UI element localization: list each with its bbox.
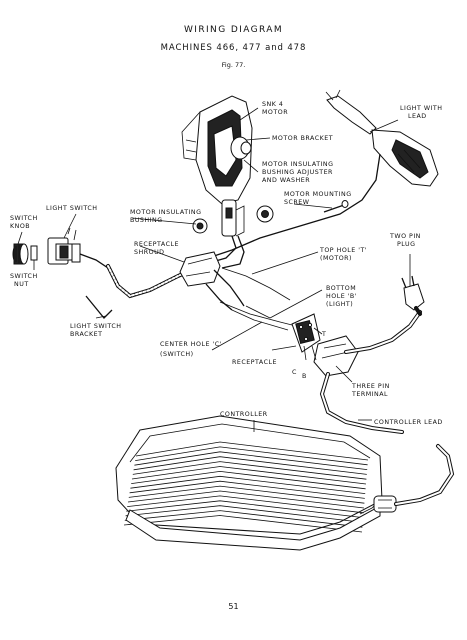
label-switch-knob: SWITCH (10, 215, 38, 222)
controller-rib (127, 490, 365, 509)
three-pin-terminal (313, 310, 422, 434)
label-motor-ins-bush: MOTOR INSULATING (130, 209, 202, 216)
label-switch-nut-2: NUT (14, 281, 29, 288)
label-motor-ins-adj: MOTOR INSULATING (262, 161, 334, 168)
two-pin-plug (401, 275, 425, 316)
figure-number: Fig. 77. (221, 61, 246, 69)
switch-nut (30, 245, 38, 261)
label-bottom-hole-2: HOLE 'B' (326, 293, 357, 300)
light-switch-bracket (85, 295, 113, 319)
label-bottom-hole-3: (LIGHT) (326, 301, 353, 308)
diagram-subtitle: MACHINES 466, 477 and 478 (160, 43, 307, 53)
controller-rib (127, 495, 364, 514)
label-three-pin: THREE PIN (351, 383, 390, 390)
diagram-title: WIRING DIAGRAM (184, 25, 283, 35)
controller-rib (130, 475, 366, 494)
controller-rib (123, 515, 363, 533)
label-center-hole-2: (SWITCH) (160, 351, 194, 358)
controller-rib (135, 441, 369, 461)
controller-rib (126, 500, 364, 518)
label-two-pin-2: PLUG (397, 241, 415, 248)
label-center-hole: CENTER HOLE 'C' (160, 341, 222, 348)
label-bottom-hole: BOTTOM (326, 285, 356, 292)
label-light-with-lead-2: LEAD (408, 113, 427, 120)
part-labels: SNK 4 MOTOR MOTOR BRACKET MOTOR INSULATI… (10, 101, 443, 426)
light-switch (47, 227, 117, 281)
controller-rib (135, 446, 368, 466)
label-ls-bracket: LIGHT SWITCH (70, 323, 122, 330)
controller-rib (131, 470, 366, 490)
controller-rib (128, 485, 365, 504)
motor-illustration (181, 95, 253, 237)
label-top-hole-2: (MOTOR) (320, 255, 352, 262)
label-mount-screw: MOTOR MOUNTING (284, 191, 352, 198)
label-controller: CONTROLLER (220, 411, 268, 418)
receptacle (291, 313, 321, 353)
label-c-mark: C (292, 369, 297, 376)
label-three-pin-2: TERMINAL (351, 391, 388, 398)
label-motor-ins-adj-2: BUSHING ADJUSTER (262, 169, 333, 176)
label-motor-2: MOTOR (262, 109, 288, 116)
label-motor-ins-bush-2: BUSHING (130, 217, 163, 224)
label-receptacle: RECEPTACLE (232, 359, 277, 366)
label-switch-knob-2: KNOB (10, 223, 30, 230)
label-two-pin: TWO PIN (389, 233, 421, 240)
label-light-with-lead: LIGHT WITH (400, 105, 443, 112)
label-recep-shroud: RECEPTACLE (134, 241, 179, 248)
motor-parts (192, 200, 349, 234)
controller-rib (129, 480, 365, 499)
label-switch-nut: SWITCH (10, 273, 38, 280)
label-ls-bracket-2: BRACKET (70, 331, 103, 338)
label-controller-lead: CONTROLLER LEAD (374, 419, 443, 426)
label-top-hole: TOP HOLE 'T' (319, 247, 367, 254)
controller-rib (131, 466, 367, 485)
label-b-mark: B (302, 373, 307, 380)
label-mount-screw-2: SCREW (284, 199, 310, 206)
controller-rib (125, 505, 363, 523)
controller (115, 415, 455, 551)
controller-rib (133, 456, 367, 475)
leader-lines (17, 107, 411, 432)
label-motor-bracket: MOTOR BRACKET (272, 135, 333, 142)
switch-knob (12, 243, 29, 265)
label-recep-shroud-2: SHROUD (134, 249, 165, 256)
controller-rib (124, 510, 363, 528)
page-number: 51 (228, 602, 239, 611)
label-motor: SNK 4 (262, 101, 283, 108)
receptacle-shroud (179, 251, 291, 311)
light-with-lead (213, 89, 439, 257)
label-t-mark: T (321, 331, 326, 338)
label-light-switch: LIGHT SWITCH (46, 205, 98, 212)
controller-rib (134, 451, 368, 470)
label-motor-ins-adj-3: AND WASHER (262, 177, 310, 184)
controller-rib (132, 461, 367, 480)
